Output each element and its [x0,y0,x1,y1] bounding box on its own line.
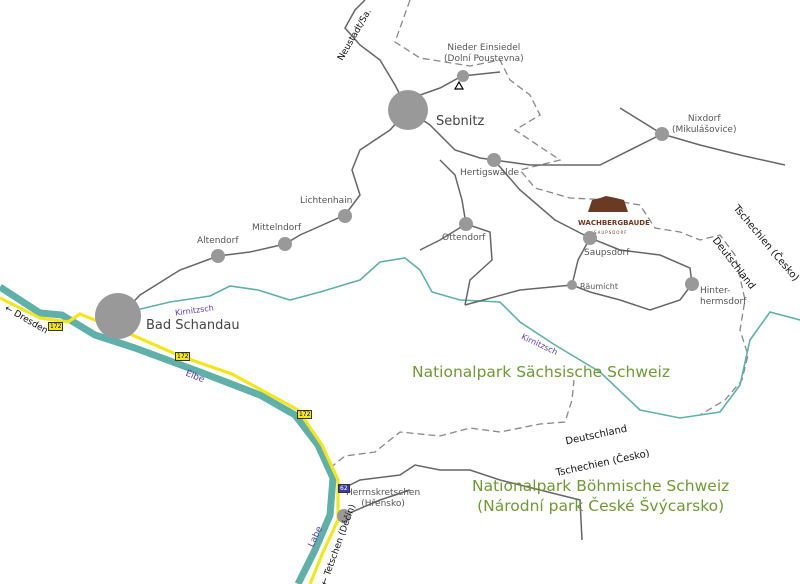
label-lichtenhain: Lichtenhain [300,196,353,206]
rivers [0,257,800,584]
summit-triangle-icon [453,80,465,90]
label-mittelndorf: Mittelndorf [252,223,302,233]
label-nixdorf: Nixdorf(Mikulášovice) [672,114,737,135]
road-shield-62: 62 [338,484,350,493]
border-line-south [329,379,575,469]
label-saupsdorf: Saupsdorf [584,248,630,258]
wachbergbaude-logo-sub: SAUPSDORF [594,230,628,235]
town-hinterhermsdorf [685,277,699,291]
label-ottendorf: Ottendorf [442,233,486,243]
label-hinterhermsdorf: Hinter-hermsdorf [700,286,747,307]
border-line-north [394,0,749,416]
wachbergbaude-logo [588,196,628,212]
label-raeumicht: Räumicht [580,282,618,291]
town-nixdorf [655,127,669,141]
road-shield-172: 172 [175,352,191,361]
elbe-river [0,284,337,584]
town-bad-schandau [95,293,141,339]
town-sebnitz [388,90,428,130]
label-bad-schandau: Bad Schandau [146,318,240,333]
town-hertigswalde [487,153,501,167]
label-altendorf: Altendorf [197,236,239,246]
town-lichtenhain [338,209,352,223]
roads [117,0,786,541]
wachbergbaude-logo-text: WACHBERGBAUDE [578,219,650,227]
main-road-b172 [0,296,340,584]
town-saupsdorf [583,231,597,245]
kirnitzsch-river [127,257,800,419]
label-herrnskretschen: Herrnskretschen(Hřensko) [346,488,421,509]
town-nieder-einsiedel [457,70,469,82]
road-shield-172: 172 [297,410,313,419]
label-nieder-einsiedel: Nieder Einsiedel(Dolní Poustevna) [444,43,524,64]
label-sebnitz: Sebnitz [436,114,485,129]
road-shield-172: 172 [48,322,64,331]
town-raeumicht [567,280,577,290]
park-saxon-switzerland: Nationalpark Sächsische Schweiz [412,363,670,381]
town-herrnskretschen [337,509,351,523]
town-altendorf [211,249,225,263]
town-ottendorf [459,217,473,231]
towns [95,70,699,523]
label-hertigswalde: Hertigswalde [460,168,520,178]
park-bohemian-switzerland: Nationalpark Böhmische Schweiz(Národní p… [472,477,730,515]
town-mittelndorf [278,237,292,251]
borders [329,0,749,469]
